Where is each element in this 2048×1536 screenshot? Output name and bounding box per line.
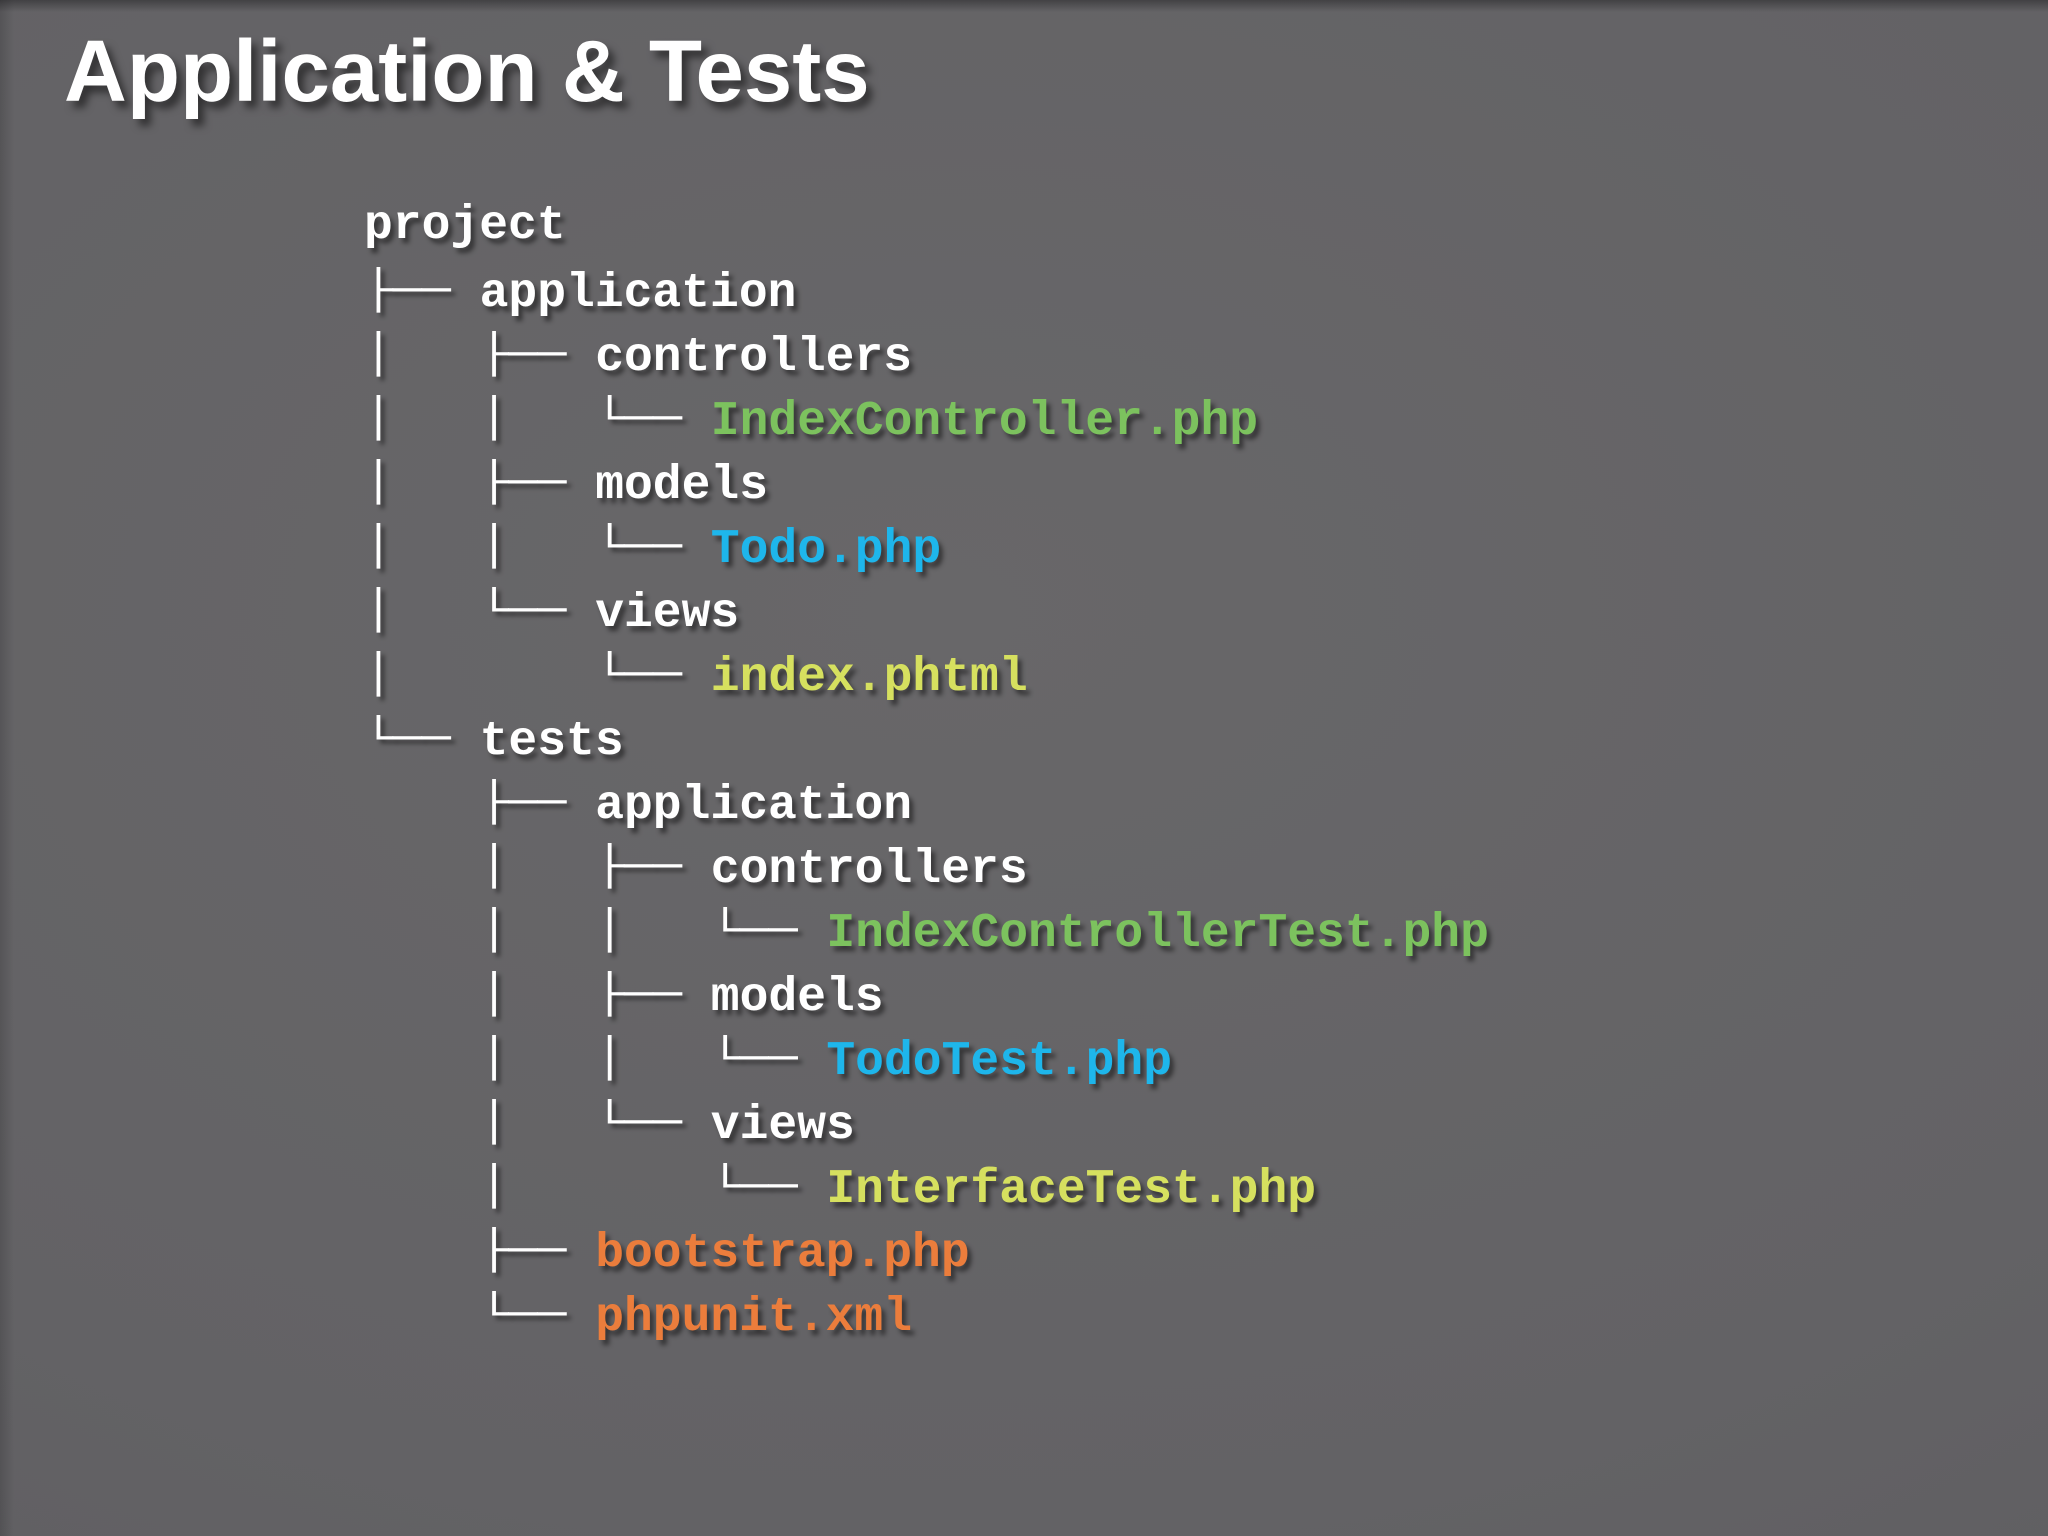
tree-branch-glyphs: └──	[364, 715, 480, 761]
tree-row: ├── application	[364, 770, 1489, 834]
file-name: InterfaceTest.php	[826, 1163, 1317, 1217]
folder-name: project	[364, 199, 566, 253]
tree-branch-glyphs: ├──	[364, 267, 480, 313]
folder-name: views	[710, 1099, 855, 1153]
tree-row: project	[364, 194, 1489, 258]
file-name: bootstrap.php	[595, 1227, 970, 1281]
tree-row: │ ├── models	[364, 962, 1489, 1026]
tree-branch-glyphs: │ └──	[364, 651, 711, 697]
tree-branch-glyphs: │ │ └──	[364, 1035, 827, 1081]
folder-name: tests	[479, 715, 624, 769]
folder-name: controllers	[595, 331, 913, 385]
tree-row: └── tests	[364, 706, 1489, 770]
tree-row: ├── application	[364, 258, 1489, 322]
tree-branch-glyphs: │ ├──	[364, 331, 596, 377]
file-name: TodoTest.php	[826, 1035, 1173, 1089]
tree-branch-glyphs: │ └──	[364, 1099, 711, 1145]
tree-row: │ └── views	[364, 1090, 1489, 1154]
tree-row: │ ├── controllers	[364, 834, 1489, 898]
file-name: Todo.php	[710, 523, 942, 577]
tree-row: │ │ └── Todo.php	[364, 514, 1489, 578]
tree-branch-glyphs: ├──	[364, 1227, 596, 1273]
tree-branch-glyphs: │ │ └──	[364, 907, 827, 953]
tree-row: │ ├── controllers	[364, 322, 1489, 386]
tree-row: │ └── InterfaceTest.php	[364, 1154, 1489, 1218]
folder-name: models	[710, 971, 884, 1025]
tree-branch-glyphs: │ ├──	[364, 843, 711, 889]
tree-branch-glyphs: │ └──	[364, 587, 596, 633]
tree-row: └── phpunit.xml	[364, 1282, 1489, 1346]
tree-branch-glyphs: │ ├──	[364, 459, 596, 505]
tree-row: │ └── index.phtml	[364, 642, 1489, 706]
tree-branch-glyphs: │ ├──	[364, 971, 711, 1017]
tree-branch-glyphs: │ └──	[364, 1163, 827, 1209]
tree-row: │ │ └── IndexController.php	[364, 386, 1489, 450]
tree-row: │ │ └── TodoTest.php	[364, 1026, 1489, 1090]
folder-name: controllers	[710, 843, 1028, 897]
tree-row: │ └── views	[364, 578, 1489, 642]
file-name: phpunit.xml	[595, 1291, 913, 1345]
tree-branch-glyphs: └──	[364, 1291, 596, 1337]
file-name: index.phtml	[710, 651, 1028, 705]
tree-row: │ ├── models	[364, 450, 1489, 514]
tree-branch-glyphs: ├──	[364, 779, 596, 825]
directory-tree: project├── application│ ├── controllers│…	[364, 194, 1489, 1346]
folder-name: views	[595, 587, 740, 641]
tree-row: │ │ └── IndexControllerTest.php	[364, 898, 1489, 962]
slide-title: Application & Tests	[64, 23, 870, 120]
tree-branch-glyphs: │ │ └──	[364, 395, 711, 441]
tree-row: ├── bootstrap.php	[364, 1218, 1489, 1282]
folder-name: application	[479, 267, 797, 321]
file-name: IndexController.php	[710, 395, 1259, 449]
folder-name: models	[595, 459, 769, 513]
file-name: IndexControllerTest.php	[826, 907, 1489, 961]
tree-branch-glyphs: │ │ └──	[364, 523, 711, 569]
folder-name: application	[595, 779, 913, 833]
